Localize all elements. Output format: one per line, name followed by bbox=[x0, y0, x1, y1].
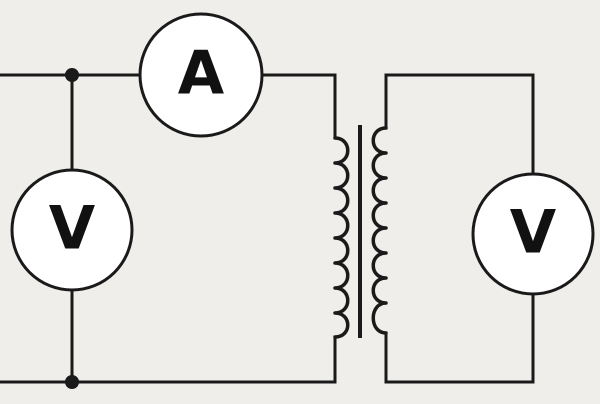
ammeter-ring bbox=[138, 12, 264, 138]
ammeter: A bbox=[138, 12, 264, 138]
primary-coil bbox=[333, 136, 350, 339]
secondary-wiring bbox=[384, 73, 535, 384]
secondary-voltmeter-symbol: V bbox=[510, 198, 557, 268]
ammeter-symbol: A bbox=[178, 39, 225, 109]
primary-voltmeter-ring bbox=[10, 168, 134, 292]
secondary-coil bbox=[371, 126, 388, 335]
secondary-voltmeter-ring bbox=[471, 172, 595, 296]
junction-dot-top bbox=[65, 68, 79, 82]
primary-wiring bbox=[0, 73, 337, 384]
primary-voltmeter: V bbox=[10, 168, 134, 292]
secondary-voltmeter: V bbox=[471, 172, 595, 296]
junction-dot-bottom bbox=[65, 375, 79, 389]
primary-voltmeter-symbol: V bbox=[49, 194, 96, 264]
